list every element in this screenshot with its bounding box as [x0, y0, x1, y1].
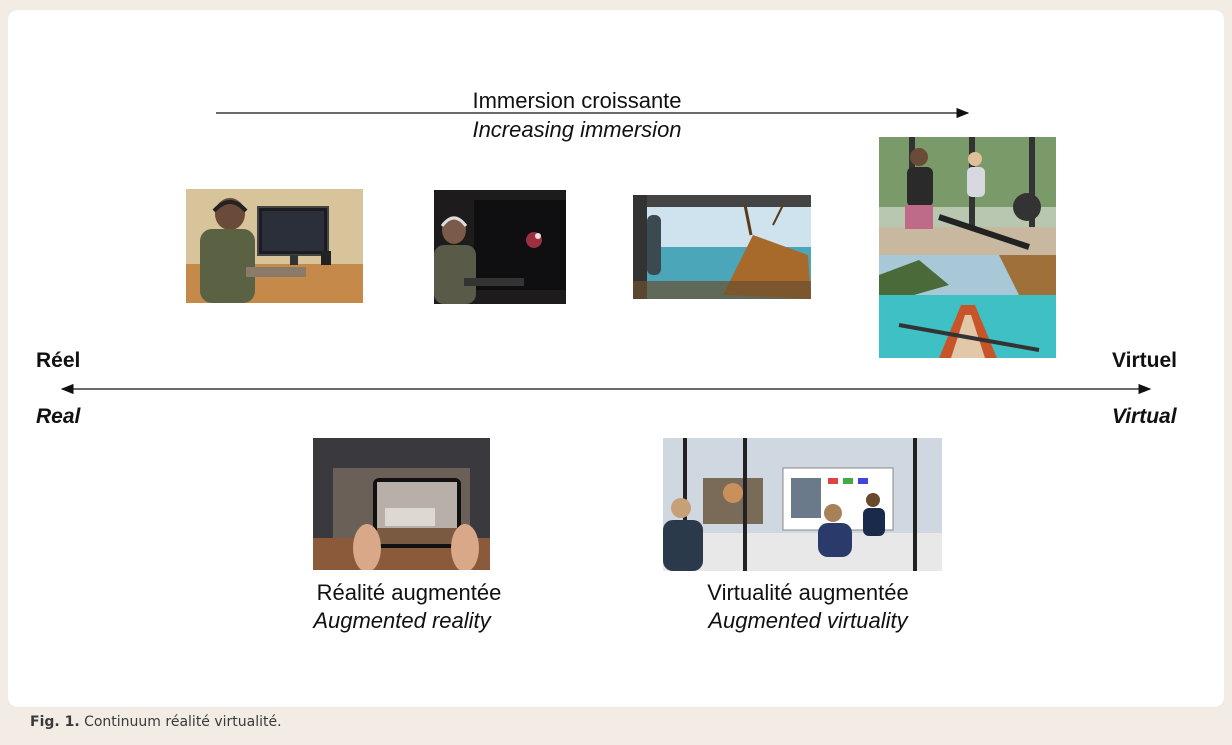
av-label-en: Augmented virtuality [708, 608, 908, 633]
desktop-headphones-photo [186, 189, 363, 303]
figure-card [8, 10, 1224, 707]
river-kayak-vr-photo [879, 255, 1056, 358]
ship-simulation-photo [633, 195, 811, 299]
ar-label-en: Augmented reality [313, 608, 491, 633]
figure-caption: Fig. 1. Continuum réalité virtualité. [30, 714, 282, 730]
caption-label: Fig. 1. [30, 714, 80, 730]
vr-rowing-photo [879, 137, 1056, 255]
axis-right-fr: Virtuel [1112, 349, 1177, 372]
tablet-ar-interior-photo [313, 438, 490, 570]
axis-left-fr: Réel [36, 349, 81, 372]
ar-label-fr: Réalité augmentée [316, 580, 502, 605]
dark-room-headset-photo [434, 190, 566, 304]
immersion-label-fr: Immersion croissante [472, 88, 682, 113]
axis-right-en: Virtual [1112, 405, 1177, 428]
virtual-meeting-avatars-photo [663, 438, 942, 571]
caption-text: Continuum réalité virtualité. [84, 714, 282, 730]
axis-left-en: Real [36, 405, 81, 428]
immersion-label-en: Increasing immersion [472, 117, 682, 142]
av-label-fr: Virtualité augmentée [707, 580, 909, 605]
